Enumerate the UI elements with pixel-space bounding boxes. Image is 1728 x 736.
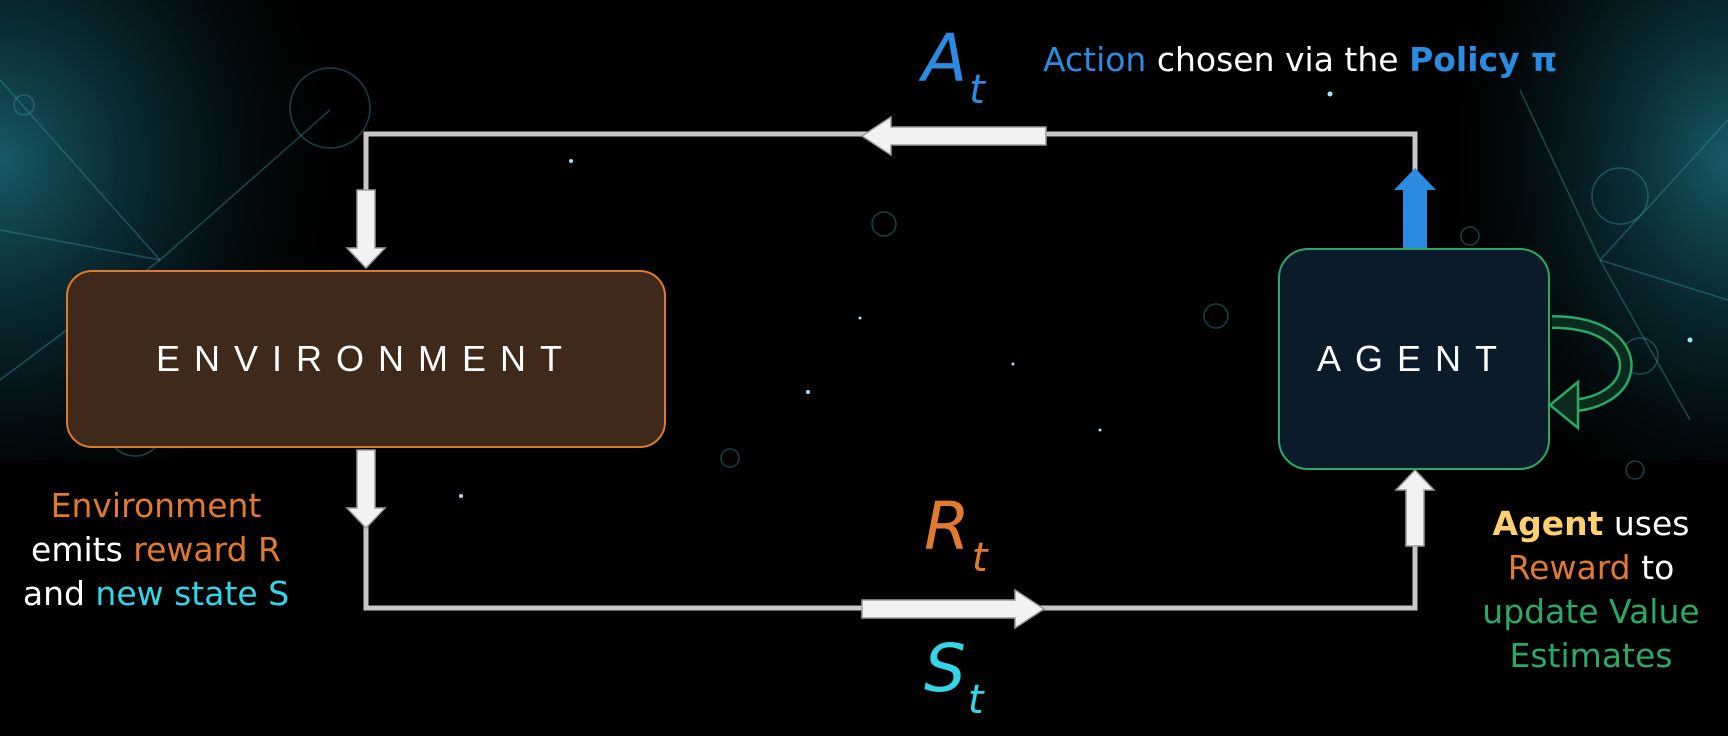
agent-label: AGENT: [1316, 338, 1511, 379]
loop-arrow-icon: [1548, 315, 1633, 431]
up-arrow-icon: [1394, 168, 1436, 248]
left-arrow-icon: [860, 115, 1047, 157]
reward-variable: Rt: [924, 488, 988, 581]
environment-caption: Environment emits reward R and new state…: [22, 486, 290, 613]
right-arrow-icon: [861, 588, 1046, 630]
action-variable: At: [922, 20, 985, 113]
environment-label: ENVIRONMENT: [155, 338, 576, 379]
agent-caption: Agent uses Reward to update Value Estima…: [1482, 504, 1700, 675]
environment-box: ENVIRONMENT: [66, 270, 666, 448]
down-arrow-icon: [345, 449, 387, 530]
agent-box: AGENT: [1278, 248, 1550, 470]
down-arrow-icon: [345, 189, 387, 270]
up-arrow-icon: [1394, 468, 1436, 547]
background-decoration: [0, 0, 1728, 498]
action-caption: Action chosen via the Policy π: [1043, 40, 1558, 79]
state-variable: St: [924, 630, 984, 723]
